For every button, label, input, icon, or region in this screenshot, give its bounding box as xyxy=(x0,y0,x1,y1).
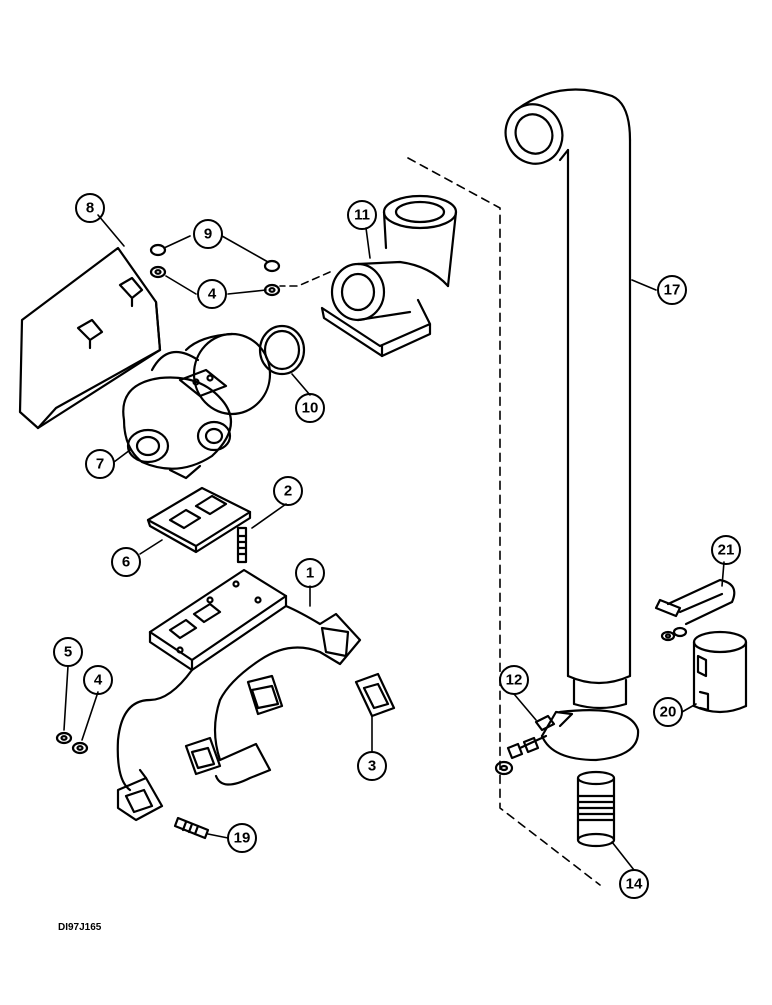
stud-part xyxy=(236,526,248,564)
callout-19: 19 xyxy=(234,830,251,847)
reference-code: DI97J165 xyxy=(58,922,102,933)
callout-20: 20 xyxy=(660,704,677,721)
manifold-gasket-part xyxy=(354,672,396,718)
sleeve-band-part xyxy=(692,630,748,714)
callout-3: 3 xyxy=(368,758,376,775)
gasket-ring-part xyxy=(258,324,306,376)
heat-shield-part xyxy=(18,246,162,430)
flange-gasket-part xyxy=(146,486,252,554)
callout-14: 14 xyxy=(626,876,643,893)
callout-11: 11 xyxy=(354,207,370,224)
callout-7: 7 xyxy=(96,456,104,473)
callout-2: 2 xyxy=(284,483,292,500)
pipe-nipple-part xyxy=(576,770,616,848)
callout-12: 12 xyxy=(506,672,523,689)
callout-17: 17 xyxy=(664,282,681,299)
leader-lines xyxy=(63,214,725,871)
dashed-assembly-line xyxy=(407,157,601,886)
exhaust-elbow-part xyxy=(320,194,458,358)
callout-10: 10 xyxy=(302,400,319,417)
lower-nuts-washers xyxy=(55,731,89,755)
callout-9: 9 xyxy=(204,226,212,243)
stack-clamp-part xyxy=(494,709,640,776)
callout-8: 8 xyxy=(86,200,94,217)
turbocharger-part xyxy=(122,332,272,480)
callout-circles xyxy=(53,193,741,899)
exhaust-stack-part xyxy=(504,88,632,710)
exhaust-manifold-part xyxy=(116,568,362,822)
callout-4-upper: 4 xyxy=(208,286,217,303)
callout-labels: 8 9 4 11 17 10 7 2 6 1 21 5 4 12 20 3 19… xyxy=(64,200,735,893)
callout-4-lower: 4 xyxy=(94,672,103,689)
callout-5: 5 xyxy=(64,644,72,661)
callout-21: 21 xyxy=(718,542,735,559)
u-bolt-part xyxy=(654,578,736,642)
dashed-elbow-link xyxy=(279,271,331,287)
callout-6: 6 xyxy=(122,554,130,571)
callout-1: 1 xyxy=(306,565,314,582)
manifold-stud-part xyxy=(173,816,210,840)
